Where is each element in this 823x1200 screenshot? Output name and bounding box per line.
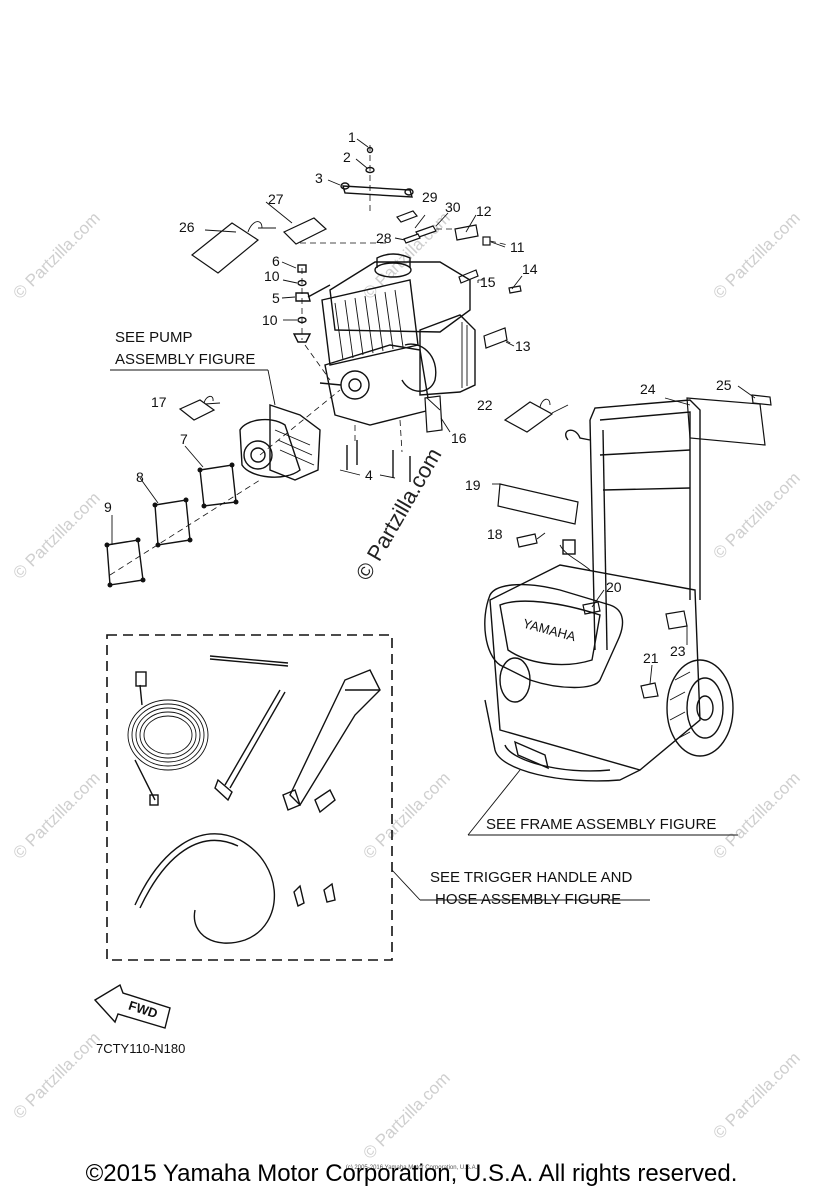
- callout-6: 6: [272, 253, 280, 269]
- callout-26: 26: [179, 219, 195, 235]
- watermark: © Partzilla.com: [709, 208, 803, 302]
- callout-3: 3: [315, 170, 323, 186]
- frame-note-leader: [467, 769, 521, 836]
- callout-4: 4: [365, 467, 373, 483]
- watermark: © Partzilla.com: [9, 768, 103, 862]
- callout-17: 17: [151, 394, 167, 410]
- callout-22: 22: [477, 397, 493, 413]
- callout-25: 25: [716, 377, 732, 393]
- trigger-note-line-2: HOSE ASSEMBLY FIGURE: [435, 891, 621, 908]
- callout-12: 12: [476, 203, 492, 219]
- brand-badge: YAMAHA: [521, 616, 577, 645]
- callout-18: 18: [487, 526, 503, 542]
- callout-1: 1: [348, 129, 356, 145]
- decals-top: [190, 201, 522, 349]
- pump-note-line-1: SEE PUMP: [115, 329, 193, 346]
- callout-11: 11: [510, 239, 525, 255]
- callout-27: 27: [268, 191, 284, 207]
- fine-print: (c) 2005-2016 Yamaha Motor Corporation, …: [345, 1165, 478, 1171]
- trigger-note-line-1: SEE TRIGGER HANDLE AND: [430, 869, 632, 886]
- callout-numbers: 1 2 3 4 5 6 7 8 9 10 10 11 12 13 15 14 1…: [104, 129, 732, 666]
- watermark: © Partzilla.com: [9, 1028, 103, 1122]
- callout-5: 5: [272, 290, 280, 306]
- accessory-kit: [106, 634, 650, 961]
- callout-16: 16: [451, 430, 467, 446]
- callout-10: 10: [264, 268, 280, 284]
- callout-23: 23: [670, 643, 686, 659]
- watermark: © Partzilla.com: [709, 1048, 803, 1142]
- callout-10: 10: [262, 312, 278, 328]
- fwd-arrow-icon: FWD: [93, 983, 171, 1029]
- callout-7: 7: [180, 431, 188, 447]
- leader-lines: [204, 212, 756, 685]
- watermark: © Partzilla.com: [709, 768, 803, 862]
- callout-2: 2: [343, 149, 351, 165]
- pump: [104, 369, 341, 588]
- notes: SEE PUMP ASSEMBLY FIGURE SEE FRAME ASSEM…: [96, 329, 716, 1056]
- center-watermark: © Partzilla.com: [351, 444, 447, 585]
- watermark: © Partzilla.com: [9, 488, 103, 582]
- watermark: © Partzilla.com: [709, 468, 803, 562]
- watermark: © Partzilla.com: [359, 1068, 453, 1162]
- callout-28: 28: [376, 230, 392, 246]
- watermark: © Partzilla.com: [359, 768, 453, 862]
- callout-20: 20: [606, 579, 622, 595]
- fittings: [281, 261, 331, 381]
- callout-19: 19: [465, 477, 481, 493]
- callout-9: 9: [104, 499, 112, 515]
- top-hardware: [327, 138, 414, 215]
- callout-29: 29: [422, 189, 438, 205]
- callout-30: 30: [445, 199, 461, 215]
- callout-13: 13: [515, 338, 531, 354]
- copyright-footer: ©2015 Yamaha Motor Corporation, U.S.A. A…: [85, 1160, 738, 1187]
- callout-8: 8: [136, 469, 144, 485]
- engine: [319, 253, 476, 482]
- pump-note-line-2: ASSEMBLY FIGURE: [115, 351, 255, 368]
- callout-14: 14: [522, 261, 538, 277]
- diagram-code: 7CTY110-N180: [96, 1041, 185, 1056]
- callout-24: 24: [640, 381, 656, 397]
- callout-15: 15: [480, 274, 496, 290]
- callout-21: 21: [643, 650, 659, 666]
- decals-mid: [424, 394, 772, 699]
- frame-note: SEE FRAME ASSEMBLY FIGURE: [486, 816, 716, 833]
- watermark: © Partzilla.com: [9, 208, 103, 302]
